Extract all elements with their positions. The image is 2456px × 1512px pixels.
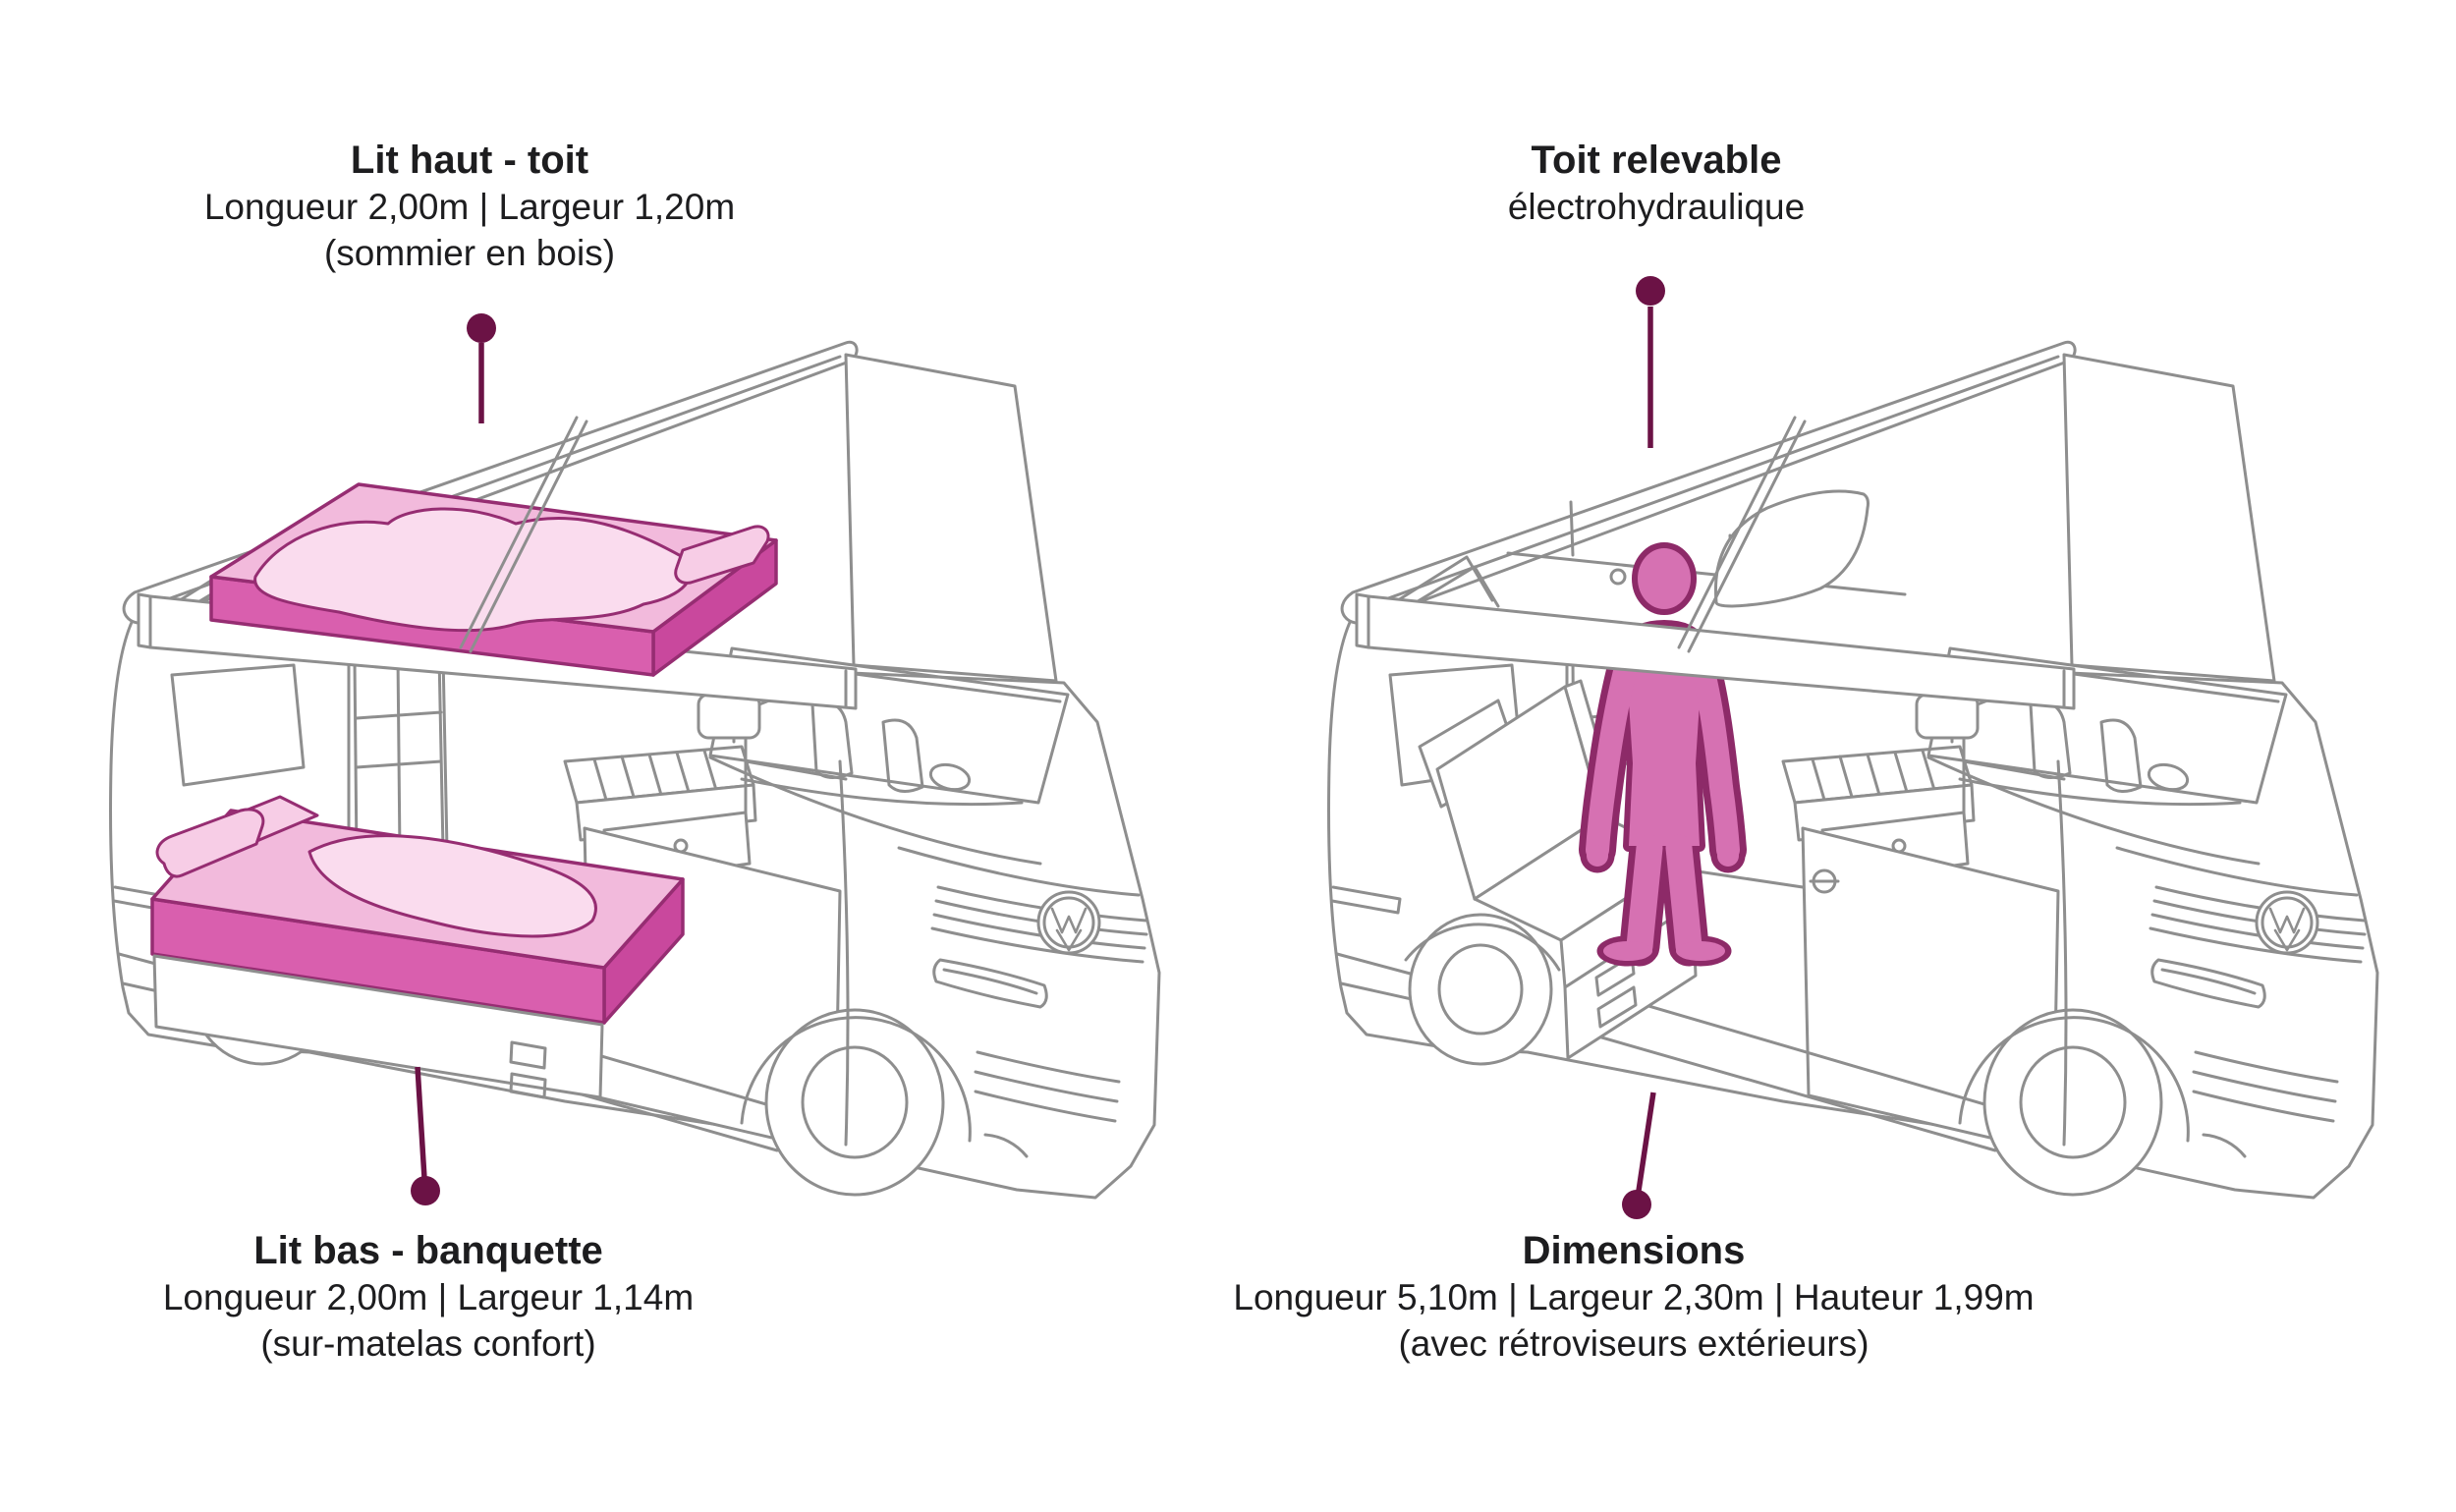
annotation-detail: Longueur 2,00m | Largeur 1,20m: [203, 187, 736, 227]
annotation-title: Lit bas - banquette: [253, 1229, 603, 1272]
van-illustration-beds: [109, 340, 1161, 1200]
annotation-note: (sur-matelas confort): [260, 1323, 596, 1364]
roof-strut: [1677, 416, 1807, 653]
annotation-upper-bed: Lit haut - toit Longueur 2,00m | Largeur…: [204, 138, 735, 276]
connector-dot: [411, 1176, 440, 1205]
vw-logo-icon: [2255, 890, 2319, 955]
connector-lower-bed: [411, 1066, 440, 1205]
annotation-lower-bed: Lit bas - banquette Longueur 2,00m | Lar…: [163, 1228, 694, 1367]
annotation-note: (avec rétroviseurs extérieurs): [1398, 1323, 1870, 1364]
van-body: [109, 340, 1161, 1200]
annotation-title: Toit relevable: [1531, 139, 1782, 182]
connector-dimensions: [1622, 1092, 1656, 1219]
annotation-dimensions: Dimensions Longueur 5,10m | Largeur 2,30…: [1233, 1228, 2034, 1367]
vw-logo-icon: [1036, 890, 1101, 955]
annotation-title: Lit haut - toit: [350, 139, 589, 182]
bench-seat: [1418, 679, 1698, 1060]
connector-upper-bed: [467, 313, 496, 423]
person-silhouette: [1579, 542, 1747, 967]
annotation-detail: électrohydraulique: [1507, 187, 1806, 227]
roof-strut: [459, 416, 588, 653]
van-illustration-person: [1327, 340, 2379, 1200]
annotation-detail: Longueur 5,10m | Largeur 2,30m | Hauteur…: [1233, 1277, 2035, 1317]
upper-bed: [209, 482, 778, 677]
connector-dot: [467, 313, 496, 343]
annotation-detail: Longueur 2,00m | Largeur 1,14m: [162, 1277, 695, 1317]
roof-beam: [1355, 592, 2076, 710]
stowed-mattress: [1506, 489, 1907, 608]
connector-dot: [1636, 276, 1665, 306]
annotation-note: (sommier en bois): [323, 233, 616, 273]
annotation-title: Dimensions: [1522, 1229, 1746, 1272]
lower-bed: [150, 795, 685, 1099]
roof-beam: [137, 592, 858, 710]
connector-roof: [1636, 276, 1665, 448]
connector-dot: [1622, 1190, 1651, 1219]
annotation-roof: Toit relevable électrohydraulique: [1508, 138, 1805, 230]
van-body: [1327, 340, 2379, 1200]
